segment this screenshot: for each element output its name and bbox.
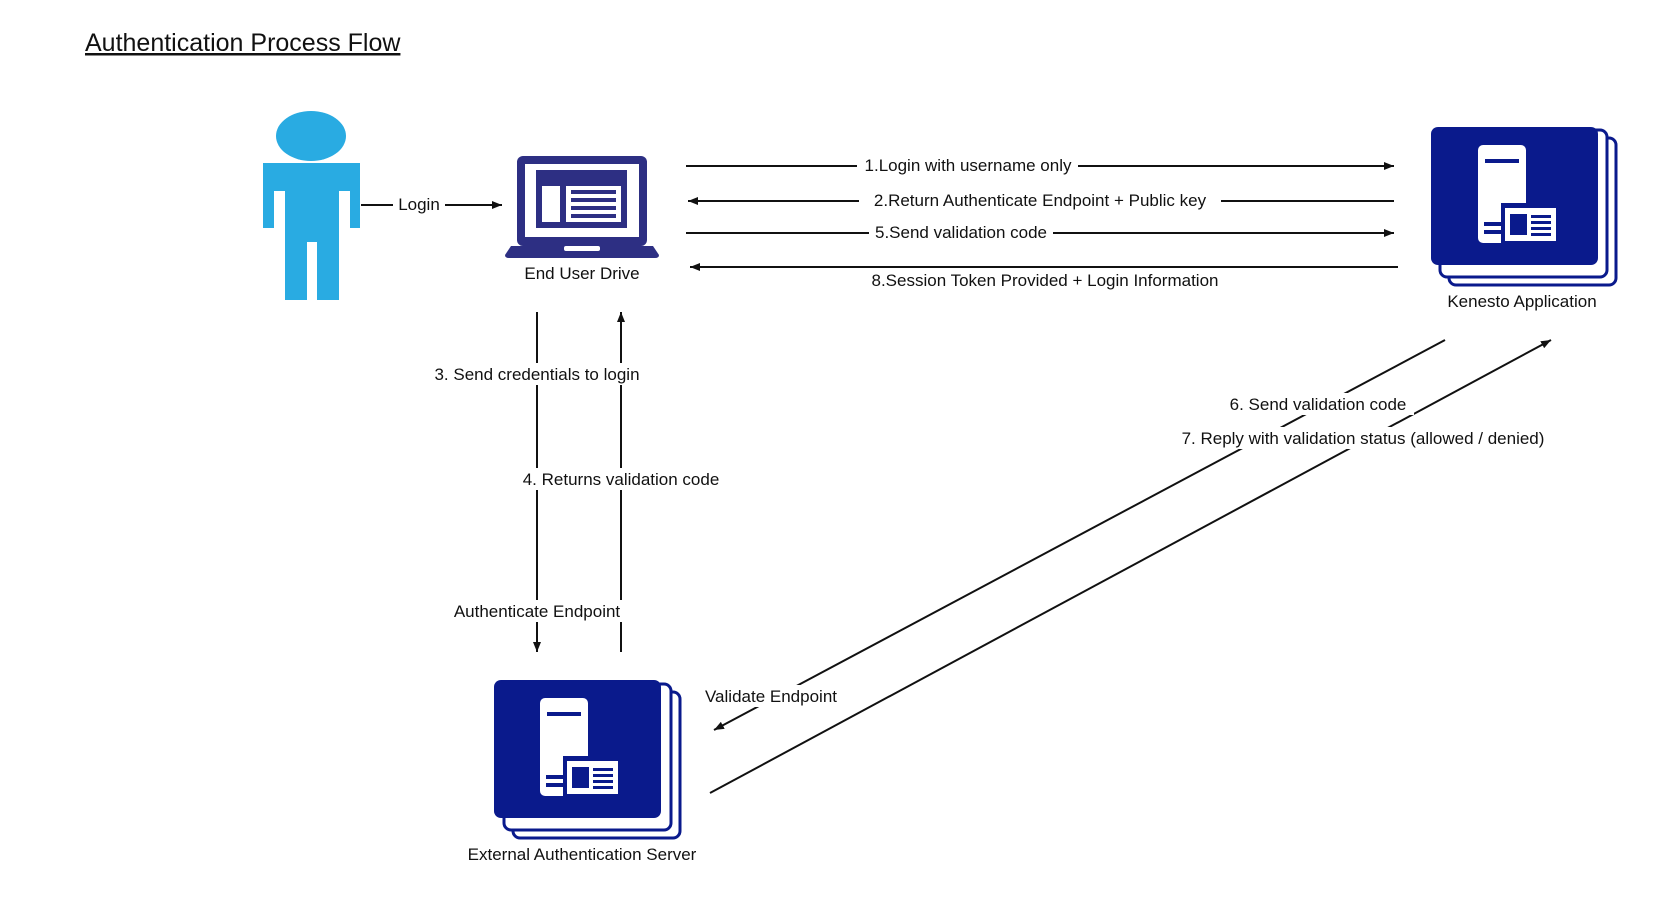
step6-label-group: 6. Send validation code xyxy=(1222,393,1414,415)
login-arrow: Login xyxy=(361,193,502,215)
step5-label: 5.Send validation code xyxy=(875,223,1047,242)
step1-arrow: 1.Login with username only xyxy=(686,154,1394,176)
step2-label: 2.Return Authenticate Endpoint + Public … xyxy=(874,191,1207,210)
step8-label: 8.Session Token Provided + Login Informa… xyxy=(872,271,1219,290)
external-server-icon xyxy=(494,680,682,840)
external-auth-server-label: External Authentication Server xyxy=(468,845,697,864)
step8-arrow: 8.Session Token Provided + Login Informa… xyxy=(690,263,1398,290)
step1-label: 1.Login with username only xyxy=(865,156,1072,175)
authenticate-endpoint-label-group: Authenticate Endpoint xyxy=(448,600,626,622)
step3-label-group: 3. Send credentials to login xyxy=(426,363,648,385)
step7-arrow xyxy=(709,339,1552,794)
end-user-drive-label: End User Drive xyxy=(524,264,639,283)
login-label: Login xyxy=(398,195,440,214)
authenticate-endpoint-label: Authenticate Endpoint xyxy=(454,602,621,621)
step5-arrow: 5.Send validation code xyxy=(686,221,1394,243)
validate-endpoint-label: Validate Endpoint xyxy=(705,687,837,706)
person-icon xyxy=(263,111,360,300)
step3-label: 3. Send credentials to login xyxy=(434,365,639,384)
step7-label-group: 7. Reply with validation status (allowed… xyxy=(1167,427,1559,449)
diagram-title: Authentication Process Flow xyxy=(85,29,401,57)
step4-label: 4. Returns validation code xyxy=(523,470,720,489)
step6-label: 6. Send validation code xyxy=(1230,395,1407,414)
validate-endpoint-label-group: Validate Endpoint xyxy=(697,685,845,707)
step2-arrow: 2.Return Authenticate Endpoint + Public … xyxy=(688,190,1394,212)
kenesto-application-label: Kenesto Application xyxy=(1447,292,1596,311)
step7-label: 7. Reply with validation status (allowed… xyxy=(1182,429,1545,448)
kenesto-server-icon xyxy=(1431,127,1618,287)
step4-label-group: 4. Returns validation code xyxy=(515,468,727,490)
laptop-icon xyxy=(505,156,659,258)
